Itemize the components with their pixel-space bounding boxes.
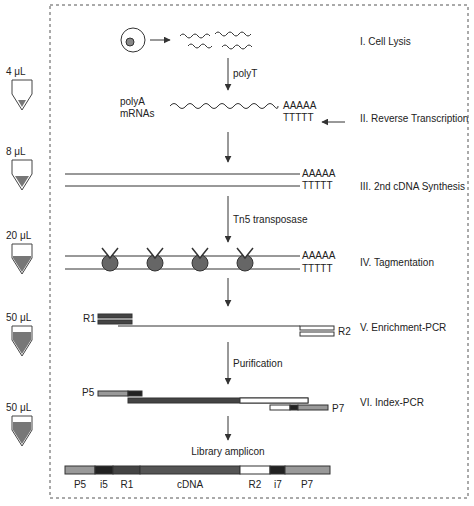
index-pcr <box>98 391 328 410</box>
step-label: II. Reverse Transcription <box>360 113 468 125</box>
sequence-label: AAAAA <box>302 250 335 262</box>
sequence-label: TTTTT <box>302 263 333 275</box>
segment-label: P7 <box>301 479 313 491</box>
product-label: Library amplicon <box>191 446 264 458</box>
step-label: VI. Index-PCR <box>360 397 424 409</box>
sequence-label: AAAAA <box>302 168 335 180</box>
volume-label: 50 μL <box>6 402 31 414</box>
flow-arrow <box>228 278 229 306</box>
step-label: I. Cell Lysis <box>360 36 411 48</box>
step-label: III. 2nd cDNA Synthesis <box>360 181 465 193</box>
segment-label: i5 <box>100 479 108 491</box>
primer-label: R1 <box>83 313 96 325</box>
reverse-transcription <box>170 104 345 123</box>
tube-symbols <box>12 80 32 446</box>
volume-label: 4 μL <box>6 66 26 78</box>
sequence-label: AAAAA <box>283 100 316 112</box>
flow-arrow <box>228 196 229 242</box>
dashed-frame <box>50 5 468 498</box>
volume-label: 20 μL <box>6 230 31 242</box>
sequence-label: TTTTT <box>302 180 333 192</box>
segment-label: i7 <box>274 479 282 491</box>
library-amplicon <box>65 466 330 474</box>
segment-label: cDNA <box>177 479 203 491</box>
tagmentation <box>65 248 300 271</box>
primer-label: R2 <box>338 326 351 338</box>
volume-label: 8 μL <box>6 146 26 158</box>
double-strand-cdna <box>65 174 300 186</box>
step-note: Purification <box>233 358 282 370</box>
molecule-label: polyA mRNAs <box>120 96 160 120</box>
volume-label: 50 μL <box>6 312 31 324</box>
primer-label: polyT <box>233 68 257 80</box>
step-label: IV. Tagmentation <box>360 257 434 269</box>
sequence-label: TTTTT <box>283 112 314 124</box>
segment-label: R2 <box>249 479 262 491</box>
step-label: V. Enrichment-PCR <box>360 322 446 334</box>
flow-arrow <box>228 58 229 90</box>
flow-arrow <box>228 132 229 162</box>
flow-arrow <box>228 416 229 440</box>
adapter-label: P5 <box>82 387 94 399</box>
cell-lysis <box>121 28 252 52</box>
enzyme-label: Tn5 transposase <box>233 214 308 226</box>
adapter-label: P7 <box>332 403 344 415</box>
segment-label: R1 <box>121 479 134 491</box>
enrichment-pcr <box>98 314 334 336</box>
segment-label: P5 <box>74 479 86 491</box>
flow-arrow <box>228 342 229 384</box>
